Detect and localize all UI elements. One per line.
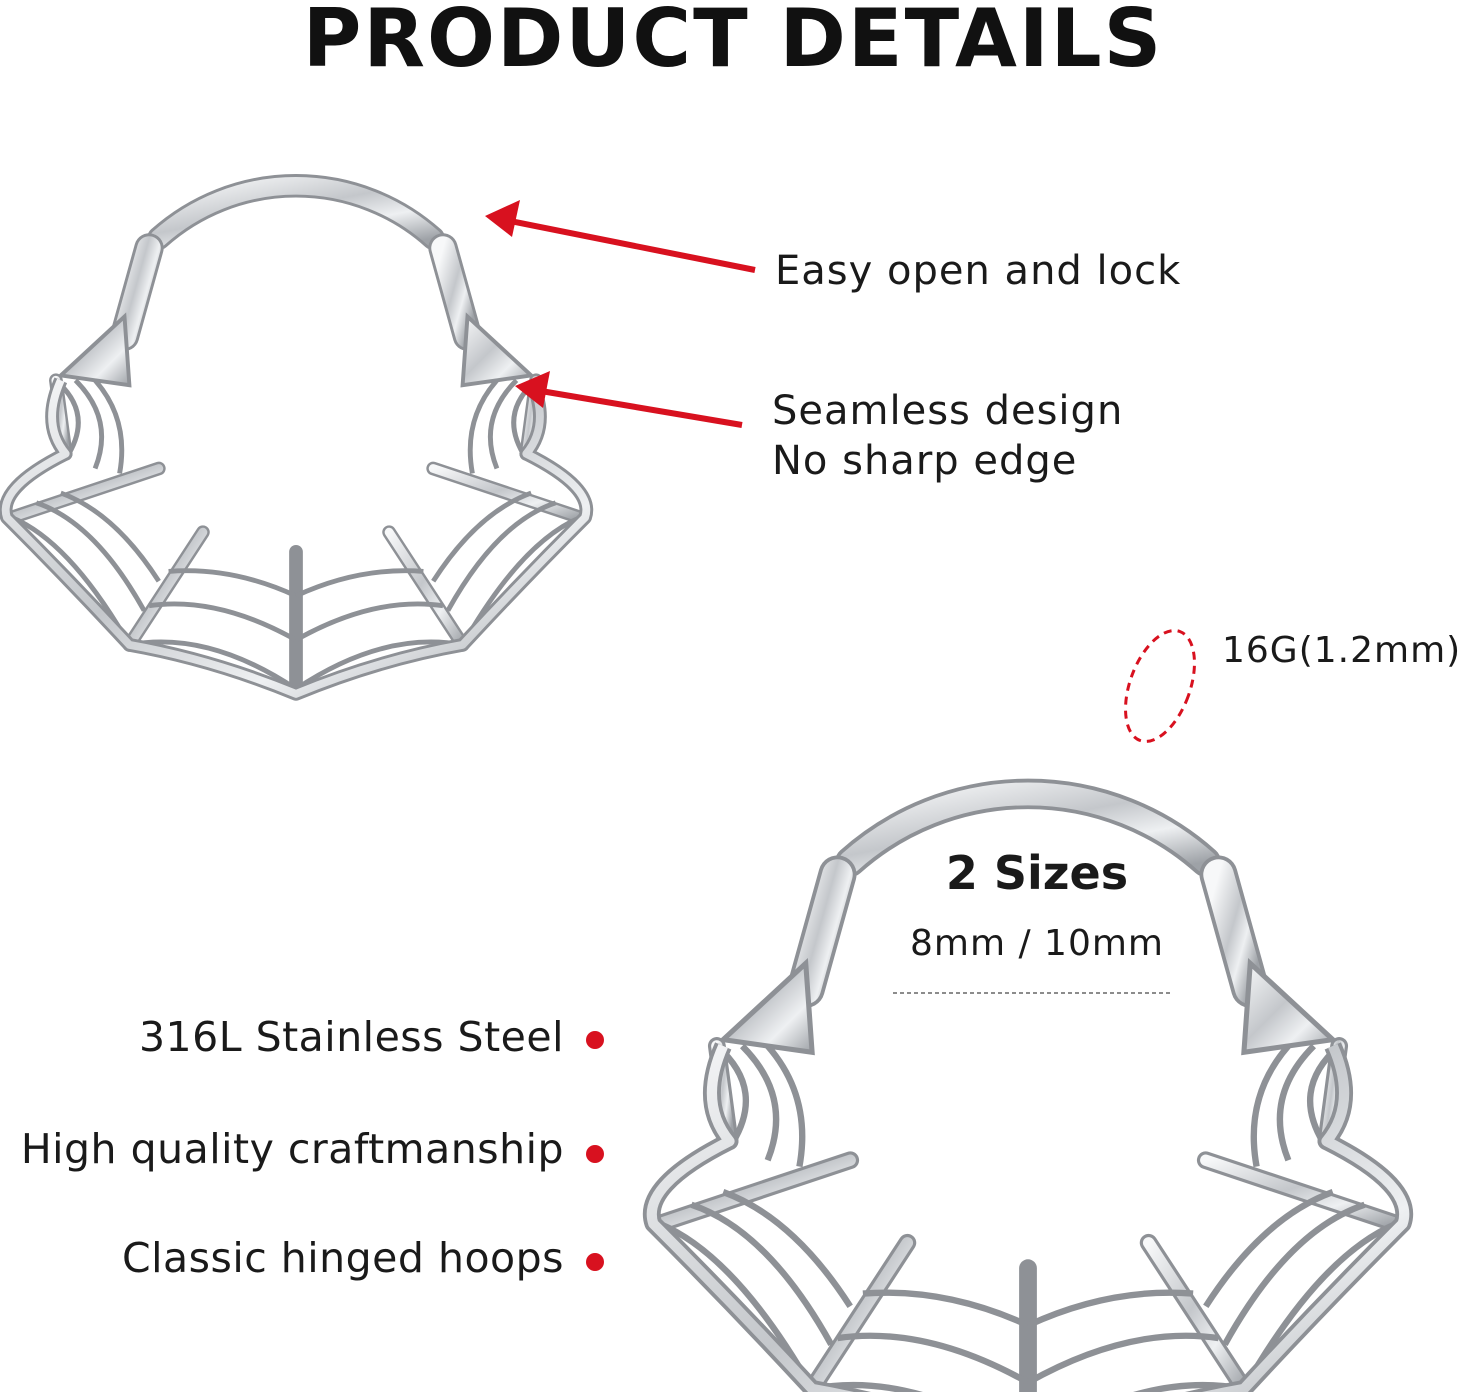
bullet-dot-icon <box>586 1031 604 1049</box>
bullet-dot-icon <box>586 1253 604 1271</box>
bullet-dot-icon <box>586 1145 604 1163</box>
arrow-icon <box>485 200 756 273</box>
feature-item: 316L Stainless Steel <box>138 1013 564 1061</box>
arrow-icon <box>515 371 743 428</box>
sizes-title: 2 Sizes <box>945 846 1129 900</box>
feature-item: Classic hinged hoops <box>121 1234 564 1282</box>
callout-seamless-2: No sharp edge <box>772 438 1078 484</box>
callout-seamless-1: Seamless design <box>772 388 1124 434</box>
page-title: PRODUCT DETAILS <box>302 0 1164 85</box>
gauge-marker <box>1124 629 1196 743</box>
callout-hinge: Easy open and lock <box>775 248 1182 294</box>
feature-item: High quality craftmanship <box>20 1125 564 1173</box>
sizes-values: 8mm / 10mm <box>909 923 1164 964</box>
small-ring-image <box>6 186 587 694</box>
callout-gauge: 16G(1.2mm) <box>1222 630 1462 671</box>
